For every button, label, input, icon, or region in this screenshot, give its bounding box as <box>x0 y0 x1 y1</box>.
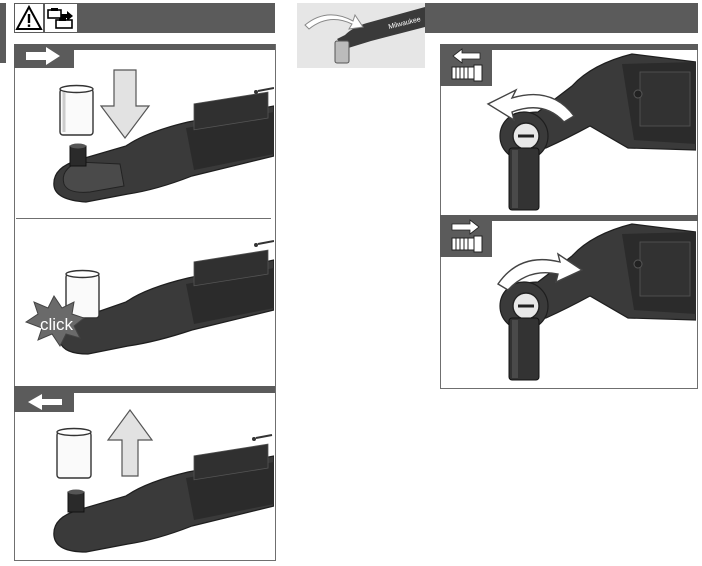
arrow-right-icon <box>26 47 60 65</box>
step-divider <box>14 386 275 393</box>
step-install-tag <box>14 44 74 68</box>
step-remove-tag <box>14 392 74 412</box>
step-divider <box>16 218 271 219</box>
clockwise-arrow-icon <box>497 252 584 291</box>
loosen-panel-top-rule <box>440 44 698 50</box>
arrow-left-icon <box>28 394 62 410</box>
loosen-ratchet-illustration <box>486 53 696 211</box>
remove-socket-illustration <box>53 408 274 553</box>
tighten-ratchet-illustration <box>497 223 696 381</box>
click-callout: click <box>40 315 74 334</box>
install-socket-illustration <box>53 69 274 203</box>
tighten-panel-top-rule <box>440 215 698 221</box>
click-burst-icon <box>24 295 86 347</box>
right-header-bar <box>425 3 698 33</box>
lock-socket-illustration: click <box>24 240 274 355</box>
counterclockwise-arrow-icon <box>486 88 576 123</box>
rotate-direction-icon <box>304 13 364 30</box>
ratchet-direction-thumbnail: Milwaukee <box>297 3 425 68</box>
battery-removal-icon <box>45 4 77 32</box>
left-frame-top-rule <box>14 44 275 50</box>
left-edge-tab <box>0 3 6 63</box>
warning-icon <box>15 4 43 32</box>
loosen-bolt-icon <box>440 44 492 86</box>
tighten-bolt-icon <box>440 215 492 257</box>
